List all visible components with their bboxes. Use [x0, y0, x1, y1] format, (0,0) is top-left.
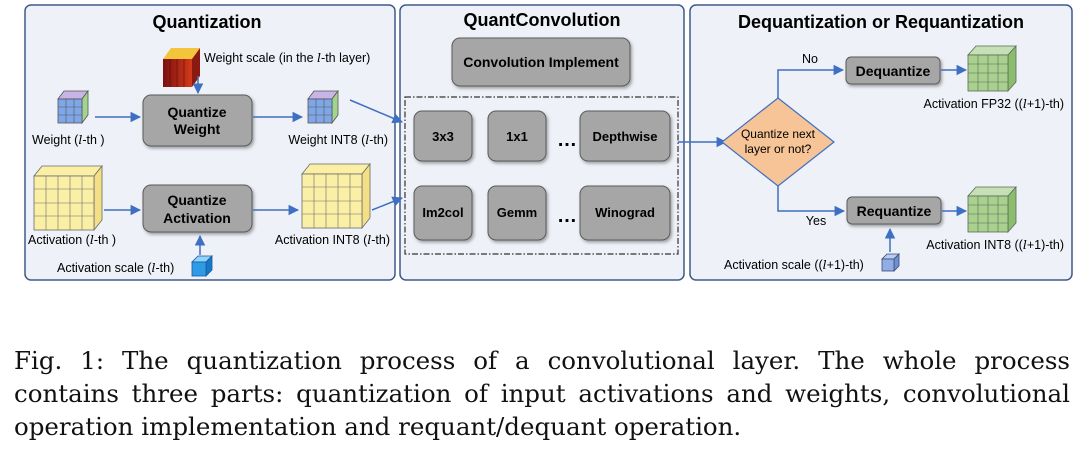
ellipsis-row2: …: [557, 205, 577, 227]
op-box-winograd: [579, 185, 671, 241]
yes-label: Yes: [806, 214, 826, 228]
quantization-diagram: Quantization QuantConvolution Dequantiza…: [24, 4, 1073, 281]
op-box-3x3: [413, 110, 473, 162]
activation-input-label: Activation (l-th ): [28, 232, 116, 247]
op-box-im2col: [413, 185, 473, 241]
activation-scale-cube-icon: [191, 255, 213, 277]
convolution-implement-label: Convolution Implement: [463, 54, 619, 70]
op-label-gemm: Gemm: [497, 205, 537, 220]
quantization-title: Quantization: [153, 12, 262, 32]
fp32-output-cube-icon: [967, 44, 1017, 93]
op-label-depthwise: Depthwise: [592, 129, 657, 144]
int8-output-cube-icon: [967, 185, 1017, 234]
activation-scale-label: Activation scale (l-th): [57, 260, 174, 275]
figure-caption: Fig. 1: The quantization process of a co…: [14, 344, 1070, 443]
arrow-decision-yes: [777, 186, 846, 217]
dequantize-box: [845, 56, 941, 85]
diagram-canvas: Quantization QuantConvolution Dequantiza…: [24, 4, 1073, 281]
quantize-activation-label-1: Quantize: [167, 192, 226, 208]
op-label-im2col: Im2col: [422, 205, 463, 220]
weight-int8-cube-icon: [307, 89, 339, 125]
caption-label: Fig. 1:: [14, 346, 105, 375]
quantize-weight-label-1: Quantize: [167, 104, 226, 120]
dequantize-label: Dequantize: [856, 63, 931, 79]
arrow-weight-int8-to-conv: [349, 99, 403, 124]
arrow-activation-int8-to-conv: [371, 196, 403, 211]
activation-cube-icon: [33, 164, 103, 232]
requantize-box: [846, 196, 942, 225]
quantconvolution-title: QuantConvolution: [464, 10, 621, 30]
quantize-weight-box: [142, 94, 253, 147]
weight-scale-label: Weight scale (in the l-th layer): [204, 50, 370, 65]
weight-input-label: Weight (l-th ): [32, 132, 105, 147]
fp32-output-label: Activation FP32 ((l+1)-th): [923, 96, 1064, 111]
next-activation-scale-cube-icon: [881, 253, 900, 272]
requantize-label: Requantize: [857, 203, 932, 219]
op-box-gemm: [487, 185, 547, 241]
next-activation-scale-label: Activation scale ((l+1)-th): [724, 257, 864, 272]
no-label: No: [802, 52, 818, 66]
weight-scale-bar: [163, 48, 200, 87]
decision-label-1: Quantize next: [741, 127, 816, 141]
activation-int8-label: Activation INT8 (l-th): [275, 232, 390, 247]
op-label-1x1: 1x1: [506, 129, 528, 144]
op-box-depthwise: [579, 110, 671, 162]
dequantization-title: Dequantization or Requantization: [738, 12, 1024, 32]
op-label-3x3: 3x3: [432, 129, 454, 144]
caption-text: The quantization process of a convolutio…: [14, 346, 1070, 441]
arrow-decision-no: [777, 64, 845, 98]
weight-cube-icon: [57, 89, 89, 125]
activation-int8-cube-icon: [301, 162, 371, 230]
convolution-implement-box: [451, 37, 631, 87]
weight-int8-label: Weight INT8 (l-th): [288, 132, 388, 147]
quantize-activation-label-2: Activation: [163, 210, 231, 226]
quantize-activation-box: [142, 184, 253, 233]
quantize-weight-label-2: Weight: [174, 121, 221, 137]
ellipsis-row1: …: [557, 129, 577, 151]
conv-ops-dashed-region: [404, 96, 679, 255]
int8-output-label: Activation INT8 ((l+1)-th): [926, 237, 1064, 252]
op-label-winograd: Winograd: [595, 205, 655, 220]
decision-label-2: layer or not?: [745, 142, 812, 156]
op-box-1x1: [487, 110, 547, 162]
